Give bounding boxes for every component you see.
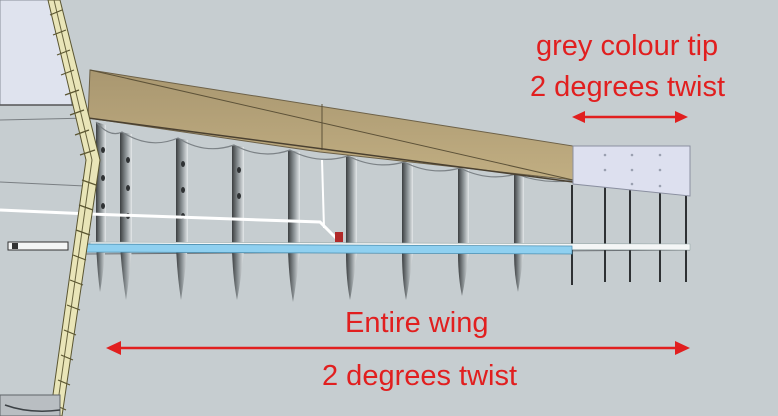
wing-label-line2: 2 degrees twist <box>322 360 518 392</box>
tip-rivets <box>603 153 662 188</box>
rib <box>458 168 469 296</box>
skin-diagonal <box>89 69 574 181</box>
fuselage-truss <box>47 0 101 416</box>
wing-arrow-right-head <box>675 341 690 355</box>
skin-edge <box>87 117 574 183</box>
root-fitting-bolt <box>12 243 18 249</box>
rib <box>346 156 357 300</box>
rib-scallops <box>95 121 575 183</box>
tip-ribs <box>571 185 687 285</box>
rib <box>402 162 413 300</box>
rib <box>288 150 300 302</box>
tip-label-line2: 2 degrees twist <box>530 71 726 103</box>
control-rod <box>321 159 325 229</box>
rib <box>176 138 188 300</box>
blue-spar <box>84 243 573 255</box>
cockpit-curve <box>4 404 61 412</box>
cockpit-floor <box>0 394 61 416</box>
tip-arrow <box>572 111 688 123</box>
rib <box>514 174 524 292</box>
tip-arrow-right-head <box>675 111 688 123</box>
horn-marker <box>335 232 343 242</box>
wing-arrow-left-head <box>106 341 121 355</box>
rib <box>232 145 244 300</box>
wing-label-line1: Entire wing <box>345 307 489 339</box>
root-fitting <box>7 241 69 251</box>
rib-group <box>96 122 524 302</box>
tip-label-line1: grey colour tip <box>536 30 719 62</box>
root-line <box>0 117 91 121</box>
control-line <box>0 208 340 242</box>
tip-arrow-left-head <box>572 111 585 123</box>
wing-arrow <box>106 341 690 355</box>
root-line <box>0 181 86 187</box>
